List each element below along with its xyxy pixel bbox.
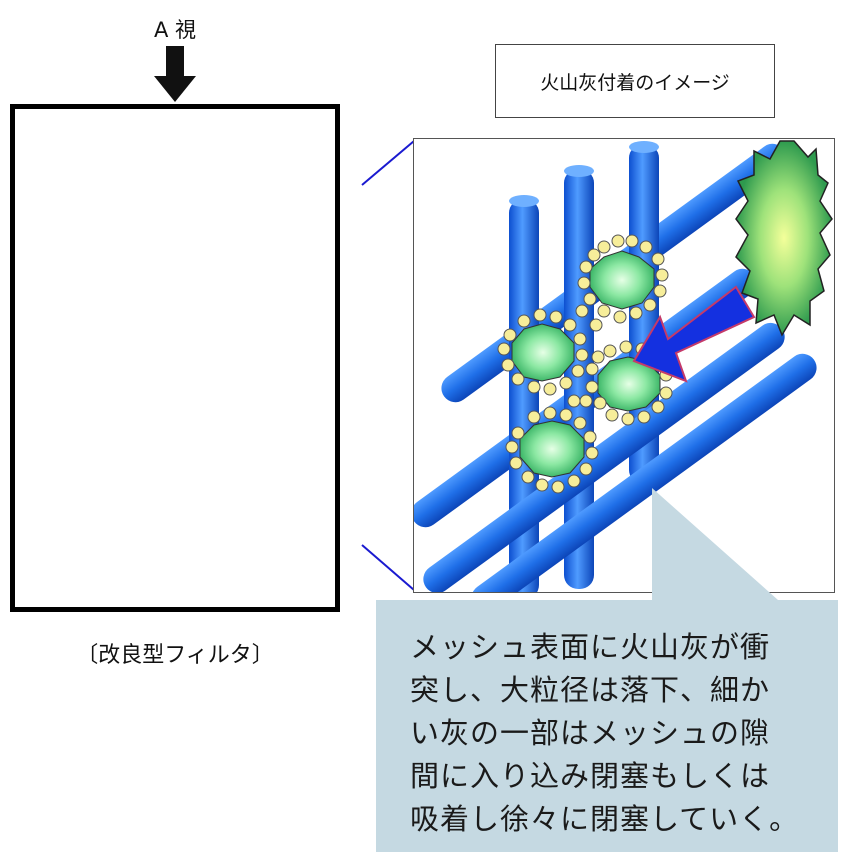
mesh-illustration [414, 140, 833, 592]
callout-line: 突し、大粒径は落下、細か [410, 673, 771, 707]
mesh-illustration-frame [413, 138, 835, 593]
callout-text: メッシュ表面に火山灰が衝 突し、大粒径は落下、細か い灰の一部はメッシュの隙 間… [410, 626, 830, 841]
filter-outline [10, 104, 340, 612]
illustration-title-box: 火山灰付着のイメージ [495, 44, 775, 118]
volcanic-ash-particle-icon [735, 140, 833, 337]
ash-cluster [511, 250, 661, 478]
callout-line: メッシュ表面に火山灰が衝 [410, 630, 771, 664]
view-direction-label: A 視 [153, 18, 197, 42]
callout-line: い灰の一部はメッシュの隙 [410, 716, 771, 750]
impact-arrow-icon [632, 285, 756, 383]
callout-line: 間に入り込み閉塞もしくは [410, 759, 771, 793]
filter-caption: 〔改良型フィルタ〕 [76, 643, 274, 668]
down-arrow-icon [154, 46, 196, 102]
illustration-title: 火山灰付着のイメージ [540, 71, 730, 94]
callout-line: 吸着し徐々に閉塞していく。 [410, 802, 800, 836]
